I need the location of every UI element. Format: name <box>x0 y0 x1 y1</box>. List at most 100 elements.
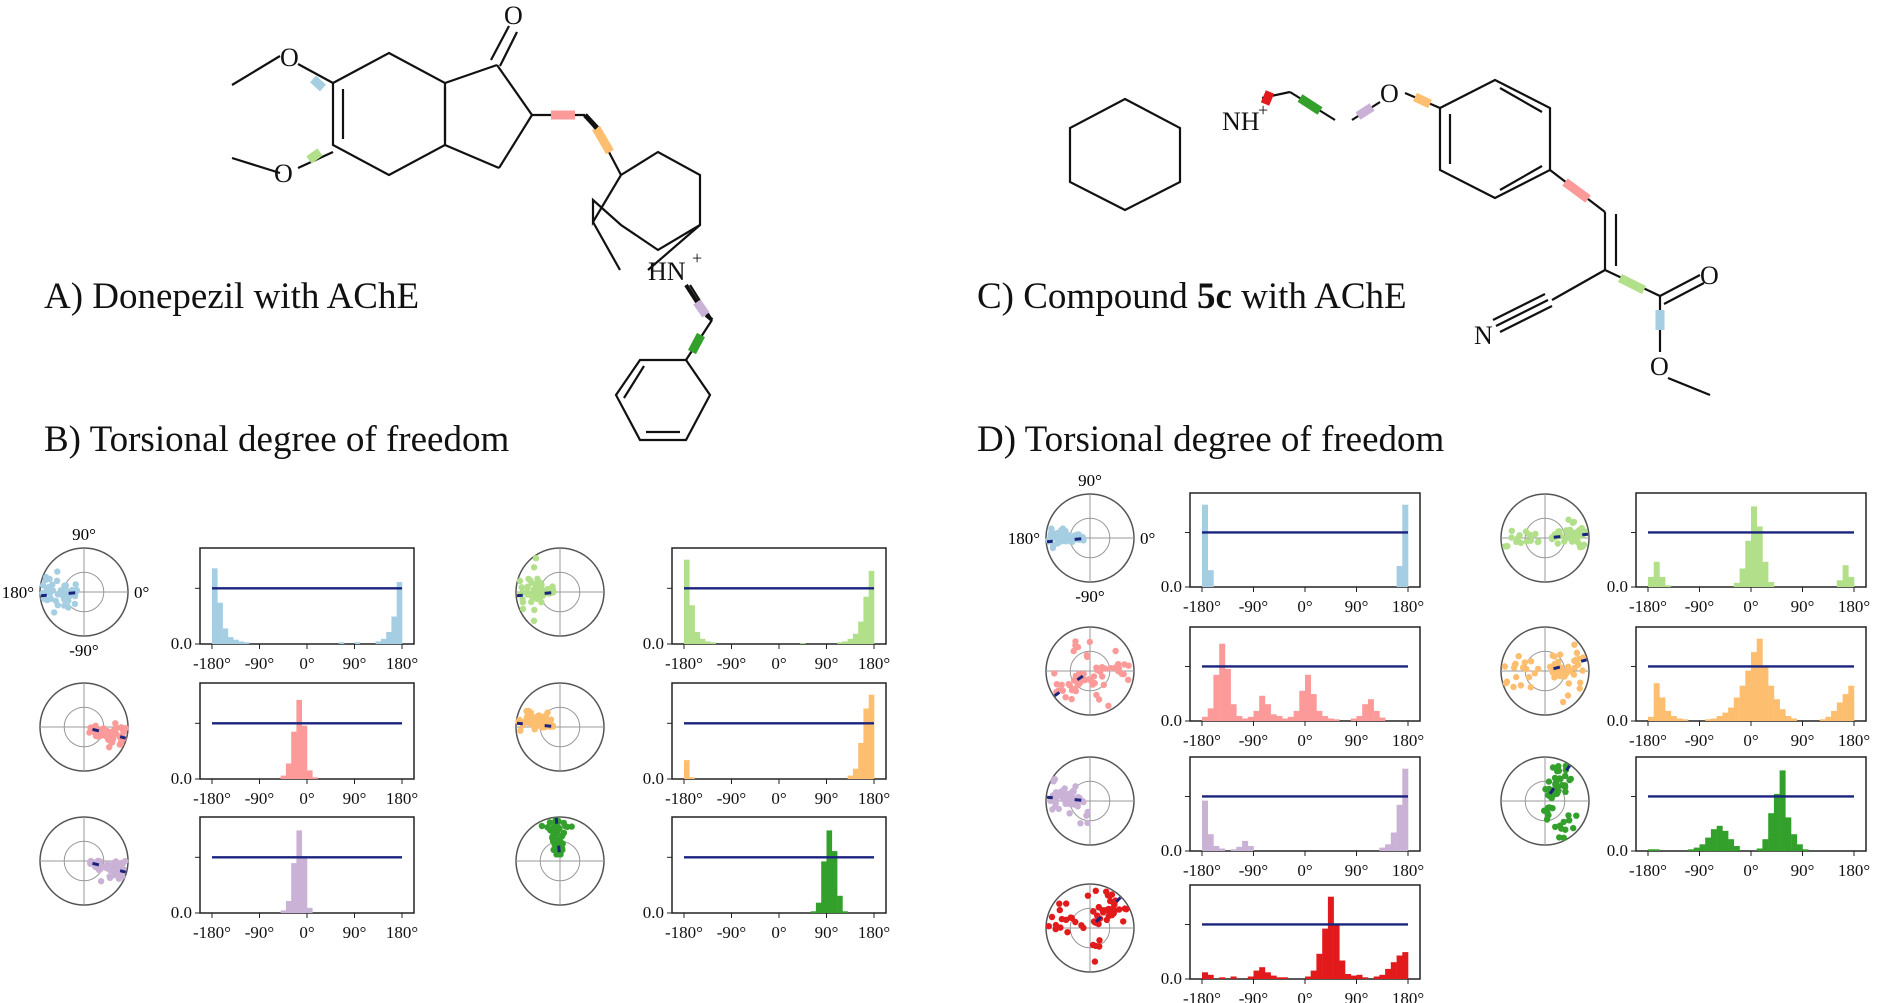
histogram-bar <box>1653 683 1660 721</box>
polar-point <box>1095 903 1103 911</box>
polar-point <box>54 602 61 609</box>
polar-point <box>1564 692 1572 699</box>
polar-point <box>119 860 127 867</box>
polar-point <box>62 582 70 589</box>
polar-point <box>112 720 119 727</box>
panel-a-title: A) Donepezil with AChE <box>44 276 420 317</box>
x-tick-label: 180° <box>1838 861 1870 880</box>
polar-point <box>1058 681 1065 688</box>
histogram-bar <box>1768 813 1775 851</box>
histogram-bar <box>1402 952 1409 979</box>
histogram-bar <box>1219 643 1226 721</box>
x-tick-label: 180° <box>858 789 890 808</box>
histogram-bar <box>1242 718 1249 721</box>
polar-point <box>72 581 79 588</box>
polar-point <box>1074 803 1082 810</box>
x-tick-label: 0° <box>299 654 314 673</box>
histogram-bar <box>1356 974 1363 979</box>
histogram-bar <box>842 641 848 644</box>
histogram-bar <box>705 641 711 644</box>
histogram-bar <box>1659 697 1666 721</box>
histogram-bar <box>1385 844 1392 851</box>
polar-point <box>1555 528 1562 535</box>
polar-point <box>516 577 524 585</box>
x-tick-label: 90° <box>1345 861 1369 880</box>
histogram-bar <box>1739 568 1746 587</box>
x-tick-label: -180° <box>1183 861 1221 880</box>
polar-point <box>1516 532 1523 539</box>
histogram-bar <box>1670 716 1677 721</box>
histogram-frame <box>671 547 887 645</box>
histogram-bar <box>1362 977 1369 979</box>
histogram-bar <box>1716 716 1723 721</box>
histogram-bar <box>1722 712 1729 721</box>
torsion-panel-d6: 0.0-180°-90°0°90°180° <box>1500 756 1870 880</box>
histogram-frame <box>1189 756 1421 852</box>
histogram-bar <box>694 632 701 644</box>
polar-point <box>1055 805 1063 813</box>
x-tick-label: -180° <box>1629 597 1667 616</box>
histogram-bar <box>1379 974 1386 979</box>
polar-point <box>547 716 555 723</box>
polar-point <box>1580 541 1588 548</box>
histogram-bar <box>1773 793 1780 851</box>
histogram-bar <box>1842 565 1849 587</box>
histogram-bar <box>1247 716 1254 721</box>
x-tick-label: -90° <box>717 789 746 808</box>
histogram-bar <box>1282 977 1289 979</box>
histogram-frame <box>1189 884 1421 980</box>
histogram-bar <box>1230 976 1237 979</box>
polar-point <box>1105 702 1112 709</box>
histogram-bar <box>863 596 869 644</box>
histogram-bar <box>1247 846 1254 851</box>
polar-point <box>1510 664 1518 671</box>
polar-point <box>1115 661 1122 668</box>
histogram-bar <box>837 895 843 913</box>
polar-point <box>1534 665 1542 672</box>
x-tick-label: -180° <box>665 923 703 942</box>
polar-point <box>104 860 111 868</box>
polar-point <box>1075 681 1082 688</box>
x-tick-label: 90° <box>343 654 367 673</box>
histogram-bar <box>1259 695 1266 721</box>
polar-point <box>1501 663 1509 670</box>
y-tick-label: 0.0 <box>1161 577 1182 596</box>
polar-point <box>1527 658 1535 665</box>
x-tick-label: 90° <box>1791 731 1815 750</box>
polar-point <box>1066 810 1073 817</box>
histogram-bar <box>1665 585 1672 587</box>
polar-point <box>119 873 126 880</box>
histogram-bar <box>842 911 848 913</box>
histogram-bar <box>1648 849 1654 851</box>
polar-point <box>1093 691 1100 699</box>
x-tick-label: -180° <box>665 789 703 808</box>
x-tick-label: 90° <box>343 923 367 942</box>
histogram-bar <box>1202 800 1208 851</box>
histogram-bar <box>1259 967 1266 979</box>
polar-mean-marker <box>92 861 100 867</box>
polar-point <box>518 584 525 591</box>
histogram-bar <box>1219 848 1226 851</box>
compound-charge: + <box>1258 100 1268 120</box>
histogram-bar <box>1688 849 1695 851</box>
x-tick-label: 0° <box>1743 597 1758 616</box>
histogram-bar <box>375 641 382 644</box>
histogram-bar <box>1756 638 1763 721</box>
histogram-bar <box>1733 846 1740 851</box>
histogram-bar <box>1236 846 1243 851</box>
polar-point <box>1098 664 1106 671</box>
histogram-bar <box>386 632 392 644</box>
polar-point <box>1056 900 1063 907</box>
histogram-bar <box>243 642 250 644</box>
x-tick-label: -90° <box>1239 861 1268 880</box>
histogram-bar <box>1202 972 1208 979</box>
x-tick-label: 180° <box>386 654 418 673</box>
y-tick-label: 0.0 <box>171 769 192 788</box>
polar-point <box>71 600 79 608</box>
polar-point <box>517 727 524 734</box>
histogram-bar <box>1676 718 1683 721</box>
polar-point <box>528 598 535 606</box>
polar-point <box>1092 887 1100 894</box>
polar-point <box>1104 892 1112 899</box>
